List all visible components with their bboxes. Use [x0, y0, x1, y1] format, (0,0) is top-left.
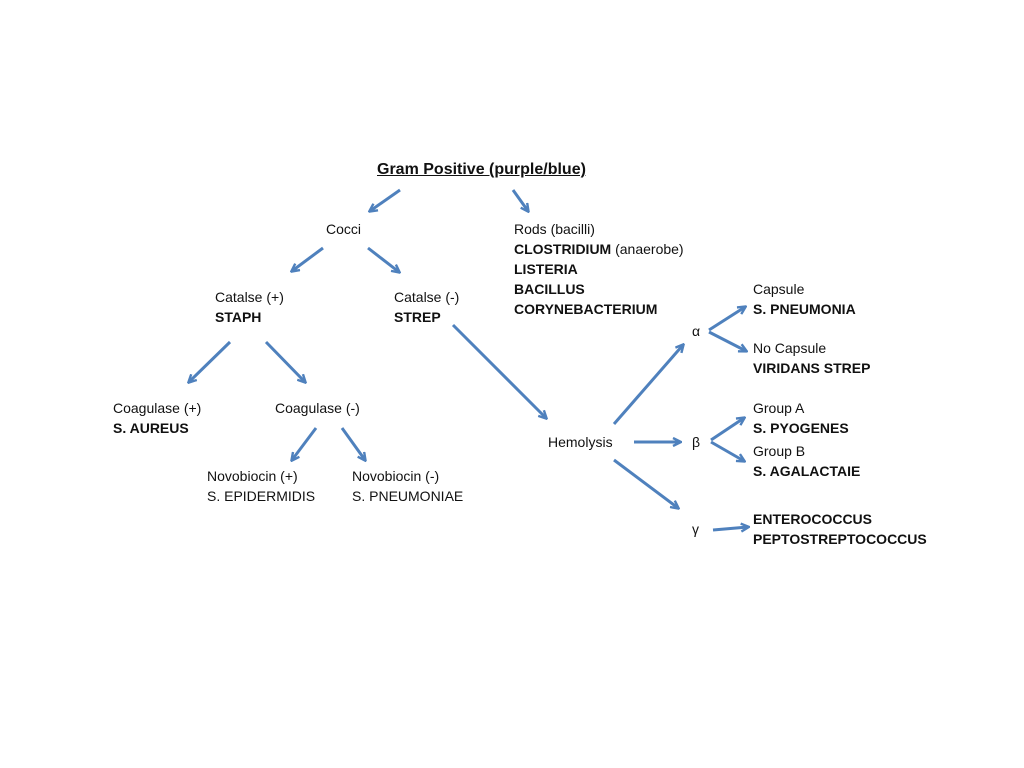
arrow-staph-to-coag-pos — [189, 340, 232, 382]
bacillus-name: BACILLUS — [514, 281, 585, 297]
arrow-cocci-to-catalase-neg — [367, 246, 399, 272]
s-aureus-result: S. AUREUS — [113, 420, 189, 436]
arrow-strep-to-hemolysis — [451, 323, 546, 418]
rods-label: Rods (bacilli) — [514, 221, 595, 237]
group-b-node: Group B S. AGALACTAIE — [753, 441, 860, 481]
s-pneumoniae-result: S. PNEUMONIAE — [352, 488, 464, 504]
arrow-gram-to-cocci — [370, 188, 401, 211]
group-a-node: Group A S. PYOGENES — [753, 398, 849, 438]
rods-node: Rods (bacilli) CLOSTRIDIUM (anaerobe) LI… — [514, 219, 684, 319]
catalase-neg-label: Catalse (-) — [394, 289, 460, 305]
capsule-label: Capsule — [753, 281, 805, 297]
no-capsule-node: No Capsule VIRIDANS STREP — [753, 338, 870, 378]
s-pyogenes-result: S. PYOGENES — [753, 420, 849, 436]
no-capsule-label: No Capsule — [753, 340, 827, 356]
coag-neg-node: Coagulase (-) — [275, 398, 360, 418]
novo-pos-node: Novobiocin (+) S. EPIDERMIDIS — [207, 466, 315, 506]
beta-node: β — [692, 434, 701, 450]
arrow-gamma-to-results — [712, 527, 748, 530]
gamma-node: γ — [692, 521, 699, 537]
clostridium-note: (anaerobe) — [611, 241, 684, 257]
coag-pos-label: Coagulase (+) — [113, 400, 202, 416]
diagram-title: Gram Positive (purple/blue) — [377, 161, 586, 178]
group-a-label: Group A — [753, 400, 805, 416]
listeria-name: LISTERIA — [514, 261, 578, 277]
capsule-node: Capsule S. PNEUMONIA — [753, 279, 856, 319]
arrow-beta-to-group-b — [710, 440, 744, 461]
arrow-gram-to-rods — [511, 189, 528, 211]
arrow-hemolysis-to-gamma — [613, 458, 678, 508]
viridans-strep-result: VIRIDANS STREP — [753, 360, 871, 376]
strep-result: STREP — [394, 309, 441, 325]
cocci-node: Cocci — [326, 221, 362, 237]
enterococcus-result: ENTEROCOCCUS — [753, 511, 873, 527]
arrow-beta-to-group-a — [710, 418, 744, 442]
novo-neg-node: Novobiocin (-) S. PNEUMONIAE — [352, 466, 463, 506]
arrow-alpha-to-capsule — [708, 307, 745, 332]
peptostreptococcus-result: PEPTOSTREPTOCOCCUS — [753, 531, 927, 547]
arrow-coag-neg-to-novo-pos — [292, 427, 318, 460]
arrow-coag-neg-to-novo-neg — [340, 427, 365, 460]
clostridium-line: CLOSTRIDIUM (anaerobe) — [514, 239, 684, 259]
s-pneumonia-result: S. PNEUMONIA — [753, 301, 856, 317]
hemolysis-node: Hemolysis — [548, 434, 613, 450]
arrow-alpha-to-no-capsule — [708, 330, 746, 351]
corynebacterium-name: CORYNEBACTERIUM — [514, 301, 658, 317]
catalase-pos-label: Catalse (+) — [215, 289, 284, 305]
catalase-pos-node: Catalse (+) STAPH — [215, 287, 284, 327]
staph-result: STAPH — [215, 309, 262, 325]
clostridium-name: CLOSTRIDIUM — [514, 241, 612, 257]
alpha-node: α — [692, 323, 701, 339]
gamma-results-node: ENTEROCOCCUS PEPTOSTREPTOCOCCUS — [753, 509, 927, 549]
coag-pos-node: Coagulase (+) S. AUREUS — [113, 398, 201, 438]
catalase-neg-node: Catalse (-) STREP — [394, 287, 459, 327]
group-b-label: Group B — [753, 443, 806, 459]
coag-neg-label: Coagulase (-) — [275, 400, 360, 416]
novo-pos-label: Novobiocin (+) — [207, 468, 298, 484]
novo-neg-label: Novobiocin (-) — [352, 468, 440, 484]
s-epidermidis-result: S. EPIDERMIDIS — [207, 488, 316, 504]
s-agalactaie-result: S. AGALACTAIE — [753, 463, 861, 479]
arrow-hemolysis-to-alpha — [612, 345, 683, 425]
arrow-cocci-to-catalase-pos — [292, 246, 324, 271]
arrow-staph-to-coag-neg — [264, 340, 305, 382]
